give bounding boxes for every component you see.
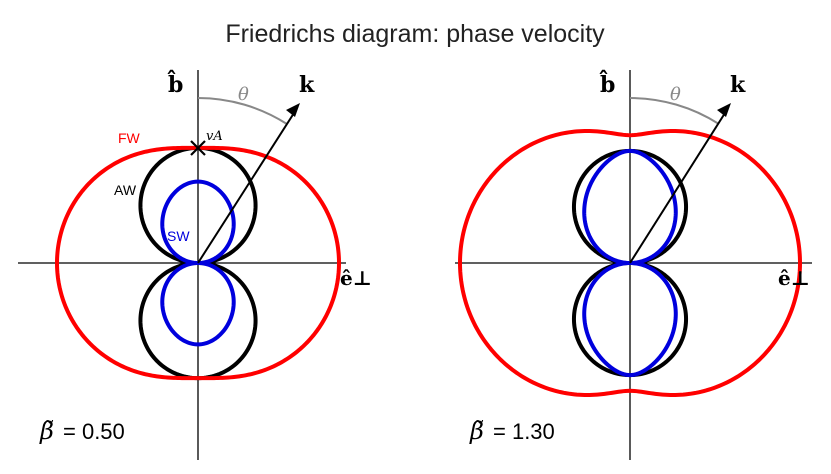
fw-curve <box>54 145 342 381</box>
b-hat-label: b̂ <box>599 70 615 98</box>
k-vector-arrow <box>197 112 295 264</box>
beta-symbol: β̃ <box>39 417 54 445</box>
b-hat-label: b̂ <box>167 70 183 98</box>
k-arrowhead <box>717 103 731 117</box>
sw-label: SW <box>167 228 190 244</box>
beta-value: = 0.50 <box>63 419 125 444</box>
e-perp-label: ê⊥ <box>778 266 810 290</box>
angle-arc <box>197 97 288 125</box>
alfven-speed-marker <box>190 140 206 156</box>
fw-curve <box>457 129 803 397</box>
e-perp-label: ê⊥ <box>340 266 372 290</box>
k-vector-arrow <box>629 112 726 264</box>
beta-symbol: β̃ <box>469 417 484 445</box>
aw-label: AW <box>114 182 137 198</box>
panel-left: b̂ k θ ê⊥ vA FW AW SW β̃ = 0.50 <box>18 70 372 460</box>
sw-curve <box>160 179 236 347</box>
theta-label: θ <box>238 84 249 105</box>
beta-value: = 1.30 <box>493 419 555 444</box>
panel-right: b̂ k θ ê⊥ β̃ = 1.30 <box>455 70 812 460</box>
v-a-label: vA <box>206 129 223 144</box>
sw-curve <box>582 148 678 378</box>
figure-title: Friedrichs diagram: phase velocity <box>225 20 605 48</box>
k-label: k <box>730 72 746 98</box>
fw-label: FW <box>118 130 141 146</box>
k-arrowhead <box>286 103 300 117</box>
angle-arc <box>629 97 720 125</box>
k-label: k <box>299 72 315 98</box>
theta-label: θ <box>670 84 681 105</box>
